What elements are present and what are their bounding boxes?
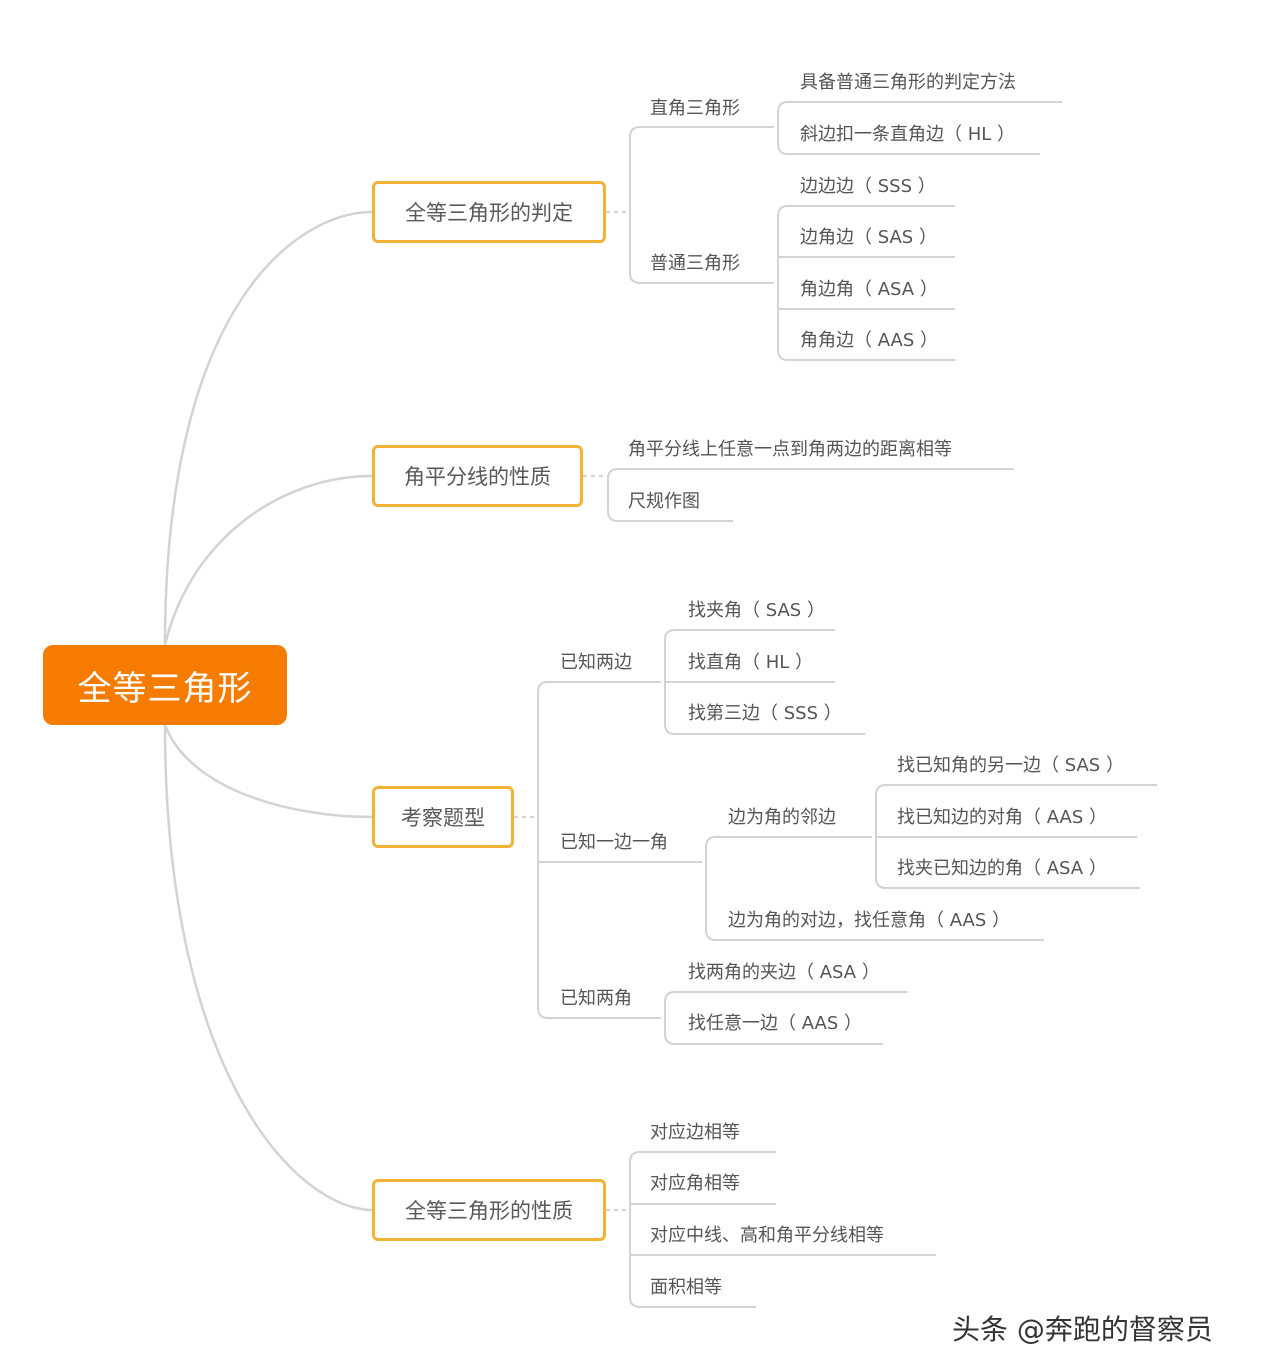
leaf-item: 角平分线上任意一点到角两边的距离相等 [628, 439, 952, 460]
leaf-item: 对应中线、高和角平分线相等 [650, 1225, 884, 1246]
leaf-item: 边角边（ SAS ） [800, 227, 937, 248]
leaf-item: 找夹角（ SAS ） [688, 600, 825, 621]
leaf-item: 边为角的对边，找任意角（ AAS ） [728, 910, 1010, 931]
leaf-item: 尺规作图 [628, 491, 700, 512]
sub-two-sides: 已知两边 [560, 652, 632, 673]
leaf-item: 具备普通三角形的判定方法 [800, 72, 1016, 93]
leaf-item: 找任意一边（ AAS ） [688, 1013, 862, 1034]
branch-congruence-properties: 全等三角形的性质 [372, 1179, 606, 1241]
root-node: 全等三角形 [43, 645, 287, 725]
leaf-item: 找两角的夹边（ ASA ） [688, 962, 880, 983]
leaf-item: 找夹已知边的角（ ASA ） [897, 858, 1107, 879]
leaf-item: 面积相等 [650, 1277, 722, 1298]
sub-two-angles: 已知两角 [560, 988, 632, 1009]
leaf-item: 找已知边的对角（ AAS ） [897, 807, 1107, 828]
sub-side-angle: 已知一边一角 [560, 832, 668, 853]
link-root-b4 [163, 723, 374, 1212]
branch-congruence-criteria: 全等三角形的判定 [372, 181, 606, 243]
link-root-b3 [163, 723, 374, 819]
leaf-item: 对应角相等 [650, 1173, 740, 1194]
sub-right-triangle: 直角三角形 [650, 98, 740, 119]
leaf-item: 角边角（ ASA ） [800, 279, 938, 300]
sub-adjacent-side: 边为角的邻边 [728, 807, 836, 828]
branch-angle-bisector: 角平分线的性质 [372, 445, 583, 507]
link-root-b2 [163, 474, 374, 647]
leaf-item: 角角边（ AAS ） [800, 330, 938, 351]
link-root-b1 [163, 210, 374, 647]
leaf-item: 对应边相等 [650, 1122, 740, 1143]
leaf-item: 找已知角的另一边（ SAS ） [897, 755, 1124, 776]
leaf-item: 斜边扣一条直角边（ HL ） [800, 124, 1016, 145]
watermark: 头条 @奔跑的督察员 [952, 1313, 1213, 1346]
branch-question-types: 考察题型 [372, 786, 514, 848]
leaf-item: 边边边（ SSS ） [800, 176, 936, 197]
leaf-item: 找第三边（ SSS ） [688, 703, 842, 724]
leaf-item: 找直角（ HL ） [688, 652, 814, 673]
sub-general-triangle: 普通三角形 [650, 253, 740, 274]
